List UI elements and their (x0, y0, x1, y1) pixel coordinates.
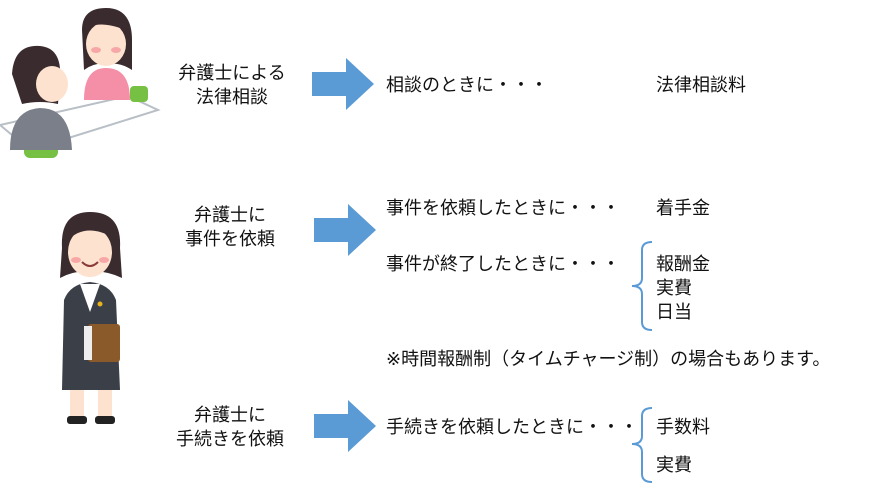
request-fee-start: 着手金 (656, 198, 710, 219)
consultation-illustration (0, 8, 161, 158)
request-brace-icon (631, 241, 653, 331)
consultation-title-line1: 弁護士による (178, 63, 286, 84)
request-fee-daily: 日当 (656, 302, 692, 323)
procedure-fee-commission: 手数料 (656, 417, 710, 438)
consultation-title: 弁護士による 法律相談 (166, 62, 298, 110)
procedure-fee-expenses: 実費 (656, 455, 692, 476)
request-title-line1: 弁護士に (194, 205, 266, 226)
consultation-fee: 法律相談料 (656, 75, 746, 96)
consultation-title-line2: 法律相談 (196, 87, 268, 108)
procedure-brace-icon (631, 407, 653, 483)
procedure-timing: 手続きを依頼したときに・・・ (386, 417, 638, 438)
procedure-arrow-icon (314, 400, 376, 452)
request-title: 弁護士に 事件を依頼 (170, 204, 290, 252)
lawyer-illustration (60, 212, 122, 424)
request-timing-start: 事件を依頼したときに・・・ (386, 198, 620, 219)
procedure-title: 弁護士に 手続きを依頼 (160, 404, 300, 452)
consultation-arrow-icon (312, 58, 374, 110)
consultation-timing: 相談のときに・・・ (386, 75, 548, 96)
request-timing-end: 事件が終了したときに・・・ (386, 254, 620, 275)
procedure-title-line2: 手続きを依頼 (176, 429, 284, 450)
timecharge-note: ※時間報酬制（タイムチャージ制）の場合もあります。 (386, 349, 831, 370)
request-arrow-icon (314, 204, 376, 256)
request-title-line2: 事件を依頼 (185, 229, 275, 250)
procedure-title-line1: 弁護士に (194, 405, 266, 426)
request-fee-reward: 報酬金 (656, 254, 710, 275)
request-fee-expenses: 実費 (656, 278, 692, 299)
